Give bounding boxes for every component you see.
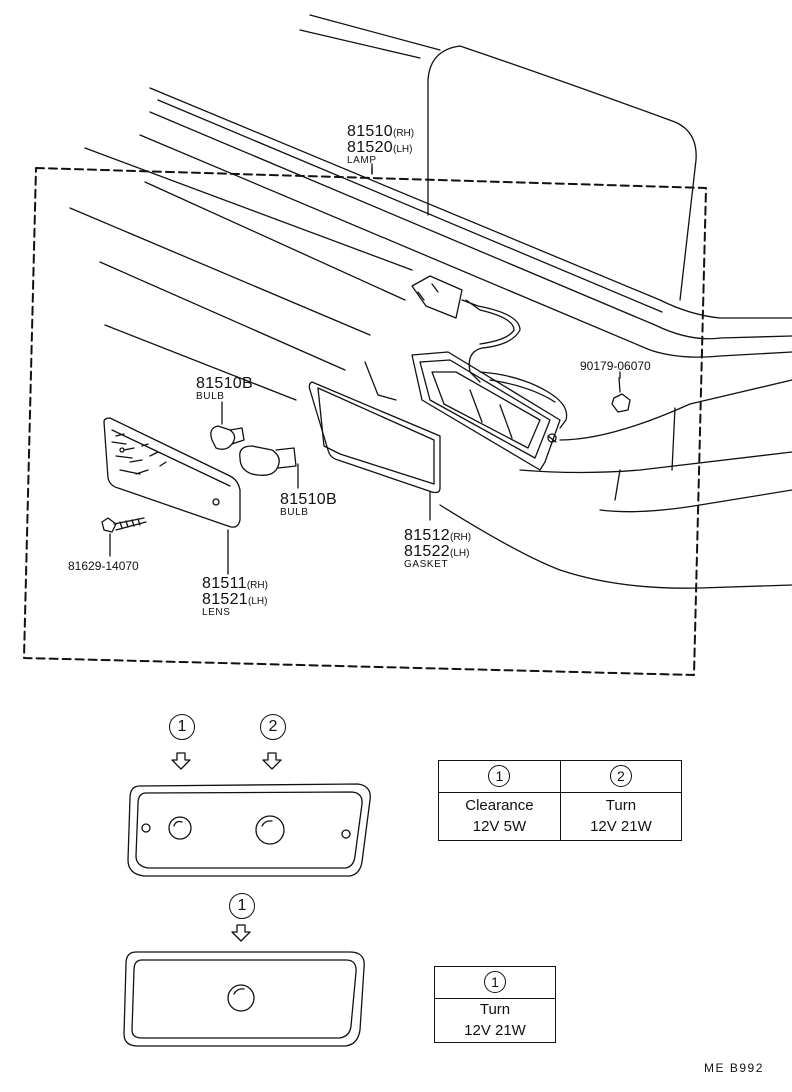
arrow-1-lower — [231, 924, 251, 942]
gasket-lh-number: 81522 — [404, 543, 450, 560]
lens-lh-number: 81521 — [202, 591, 248, 608]
lamp-lh-side: (LH) — [393, 144, 413, 155]
dual-cell-turn: Turn 12V 21W — [559, 792, 683, 841]
screw — [101, 517, 147, 557]
marker-2-upper-number: 2 — [260, 714, 286, 740]
arrow-1-upper — [171, 752, 191, 770]
dual-col1-rating: 12V 5W — [472, 817, 527, 835]
bulb-spec-table-dual: 1 2 Clearance 12V 5W Turn 12V 21W — [438, 760, 683, 841]
single-bulb-lamp-view — [123, 951, 365, 1047]
dual-header-col2: 2 — [559, 760, 683, 793]
clip-nut — [611, 393, 631, 413]
dual-col1-function: Clearance — [465, 797, 534, 815]
single-col1-rating: 12V 21W — [464, 1021, 526, 1039]
dual-bulb-lamp-view — [127, 783, 371, 877]
lens — [103, 417, 241, 575]
bulb-small-number: 81510B — [196, 375, 253, 392]
dual-header-marker-2: 2 — [609, 765, 632, 788]
small-bulb — [210, 401, 245, 450]
lamp-housing — [411, 351, 568, 471]
dual-cell-clearance: Clearance 12V 5W — [438, 792, 561, 841]
assembly-boundary — [23, 167, 707, 676]
single-col1-function: Turn — [479, 1001, 511, 1019]
dual-col2-function: Turn — [605, 797, 637, 815]
dual-header-marker-1: 1 — [488, 765, 511, 788]
clip-part-number: 90179-06070 — [580, 359, 651, 373]
screw-part-number: 81629-14070 — [68, 559, 139, 573]
gasket-name: GASKET — [404, 559, 449, 570]
marker-1-upper-number: 1 — [169, 714, 195, 740]
vehicle-body-outline — [69, 14, 792, 589]
lamp-lh-number: 81520 — [347, 139, 393, 156]
diagram-code: ME B992 — [704, 1062, 764, 1074]
wire-harness-connector — [411, 275, 521, 383]
dual-col2-rating: 12V 21W — [590, 817, 652, 835]
gasket-rh-number: 81512 — [404, 527, 450, 544]
arrow-2-upper — [262, 752, 282, 770]
lamp-rh-number: 81510 — [347, 123, 393, 140]
gasket-rh-side: (RH) — [450, 532, 472, 543]
lamp-name: LAMP — [347, 155, 377, 166]
marker-1-upper: 1 — [169, 714, 195, 740]
gasket — [308, 381, 441, 521]
gasket-part-label: 81512(RH) 81522(LH) GASKET — [404, 528, 471, 570]
bulb-large-name: BULB — [280, 507, 309, 518]
bulb-large-number: 81510B — [280, 491, 337, 508]
lens-rh-side: (RH) — [246, 580, 268, 591]
marker-1-lower: 1 — [229, 893, 255, 919]
marker-1-lower-number: 1 — [229, 893, 255, 919]
bulb-large-label: 81510B BULB — [280, 492, 337, 518]
single-header-col1: 1 — [434, 966, 556, 999]
diagram-code-prefix: ME — [704, 1061, 725, 1075]
single-cell-turn: Turn 12V 21W — [434, 998, 556, 1043]
dual-header-col1: 1 — [438, 760, 561, 793]
lamp-part-label: 81510(RH) 81520(LH) LAMP — [347, 124, 414, 166]
lens-name: LENS — [202, 607, 231, 618]
lamp-rh-side: (RH) — [393, 128, 415, 139]
marker-2-upper: 2 — [260, 714, 286, 740]
lens-part-label: 81511(RH) 81521(LH) LENS — [202, 576, 268, 618]
bulb-spec-table-single: 1 Turn 12V 21W — [434, 966, 556, 1043]
gasket-lh-side: (LH) — [450, 548, 470, 559]
diagram-code-number: B992 — [729, 1061, 764, 1075]
large-bulb — [239, 445, 299, 489]
single-header-marker-1: 1 — [484, 971, 506, 994]
lens-rh-number: 81511 — [202, 575, 247, 592]
lens-lh-side: (LH) — [248, 596, 268, 607]
bulb-small-label: 81510B BULB — [196, 376, 253, 402]
bulb-small-name: BULB — [196, 391, 225, 402]
